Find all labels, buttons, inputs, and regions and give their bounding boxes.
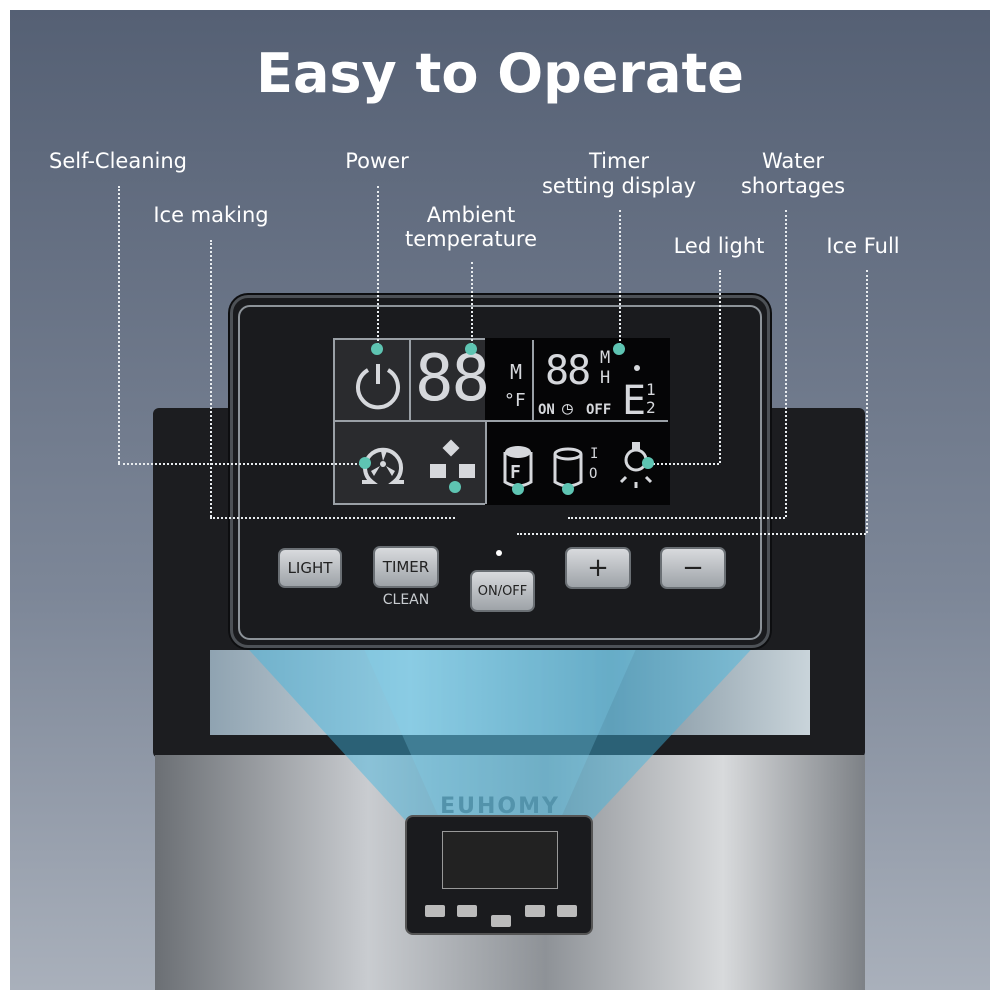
error-2: 2 [646, 398, 656, 417]
marker-dot [562, 483, 574, 495]
water-o: O [589, 466, 598, 482]
marker-dot [465, 343, 477, 355]
callout-line [785, 210, 787, 517]
marker-dot [642, 457, 654, 469]
unit-m: M [510, 360, 523, 384]
callout-line [471, 262, 473, 349]
callout-line [377, 186, 379, 349]
ice-bin [210, 650, 810, 735]
callout-line [210, 240, 212, 517]
label-power: Power [345, 149, 409, 173]
marker-dot [359, 457, 371, 469]
callout-line [118, 186, 120, 463]
projection-beam [240, 640, 760, 820]
timer-button[interactable]: TIMER [373, 546, 439, 588]
full-letter: F [510, 462, 521, 483]
callout-line [866, 270, 868, 533]
status-led [496, 550, 502, 556]
led-dot [634, 365, 640, 371]
lcd-divider [485, 422, 487, 504]
page-title: Easy to Operate [256, 42, 744, 105]
light-button[interactable]: LIGHT [278, 548, 342, 588]
label-ice-full: Ice Full [826, 234, 900, 258]
callout-line [719, 270, 721, 463]
clock-icon: ◷ [562, 398, 573, 419]
label-water-shortages: Water [761, 149, 825, 173]
timer-off-label: OFF [586, 402, 612, 418]
marker-dot [449, 481, 461, 493]
marker-dot [613, 343, 625, 355]
label-ice-making: Ice making [153, 203, 269, 227]
panel-bezel [238, 305, 762, 640]
label-ambient: temperature [405, 227, 537, 251]
timer-digits: 88 [545, 348, 591, 394]
lcd-divider [335, 420, 668, 422]
error-1: 1 [646, 380, 656, 399]
label-timer: Timer [588, 149, 650, 173]
timer-m: M [600, 348, 611, 368]
lcd-divider [532, 340, 534, 420]
unit-f: °F [504, 390, 526, 411]
callout-line [648, 463, 719, 465]
small-control-panel [405, 815, 593, 935]
marker-dot [371, 343, 383, 355]
timer-h: H [600, 368, 611, 388]
callout-line [118, 463, 365, 465]
power-icon [356, 364, 400, 410]
plus-button[interactable]: + [565, 547, 631, 589]
callout-line [619, 210, 621, 349]
clean-label: CLEAN [382, 592, 430, 608]
water-i: I [590, 446, 599, 462]
brand-logo: EUHOMY [440, 794, 560, 819]
callout-line [568, 517, 785, 519]
self-cleaning-icon [362, 447, 404, 484]
label-led-light: Led light [673, 234, 765, 258]
label-timer: setting display [541, 174, 697, 198]
marker-dot [512, 483, 524, 495]
label-water-shortages: shortages [740, 174, 846, 198]
callout-line [210, 517, 455, 519]
onoff-button[interactable]: ON/OFF [470, 570, 535, 612]
error-code: E [622, 378, 647, 424]
timer-on-label: ON [538, 402, 555, 418]
minus-button[interactable]: − [660, 547, 726, 589]
label-self-cleaning: Self-Cleaning [49, 149, 187, 173]
callout-line [517, 533, 866, 535]
ice-making-icon [430, 439, 475, 478]
lcd-divider [409, 340, 411, 420]
label-ambient: Ambient [426, 203, 516, 227]
temperature-digits: 88 [415, 342, 490, 416]
